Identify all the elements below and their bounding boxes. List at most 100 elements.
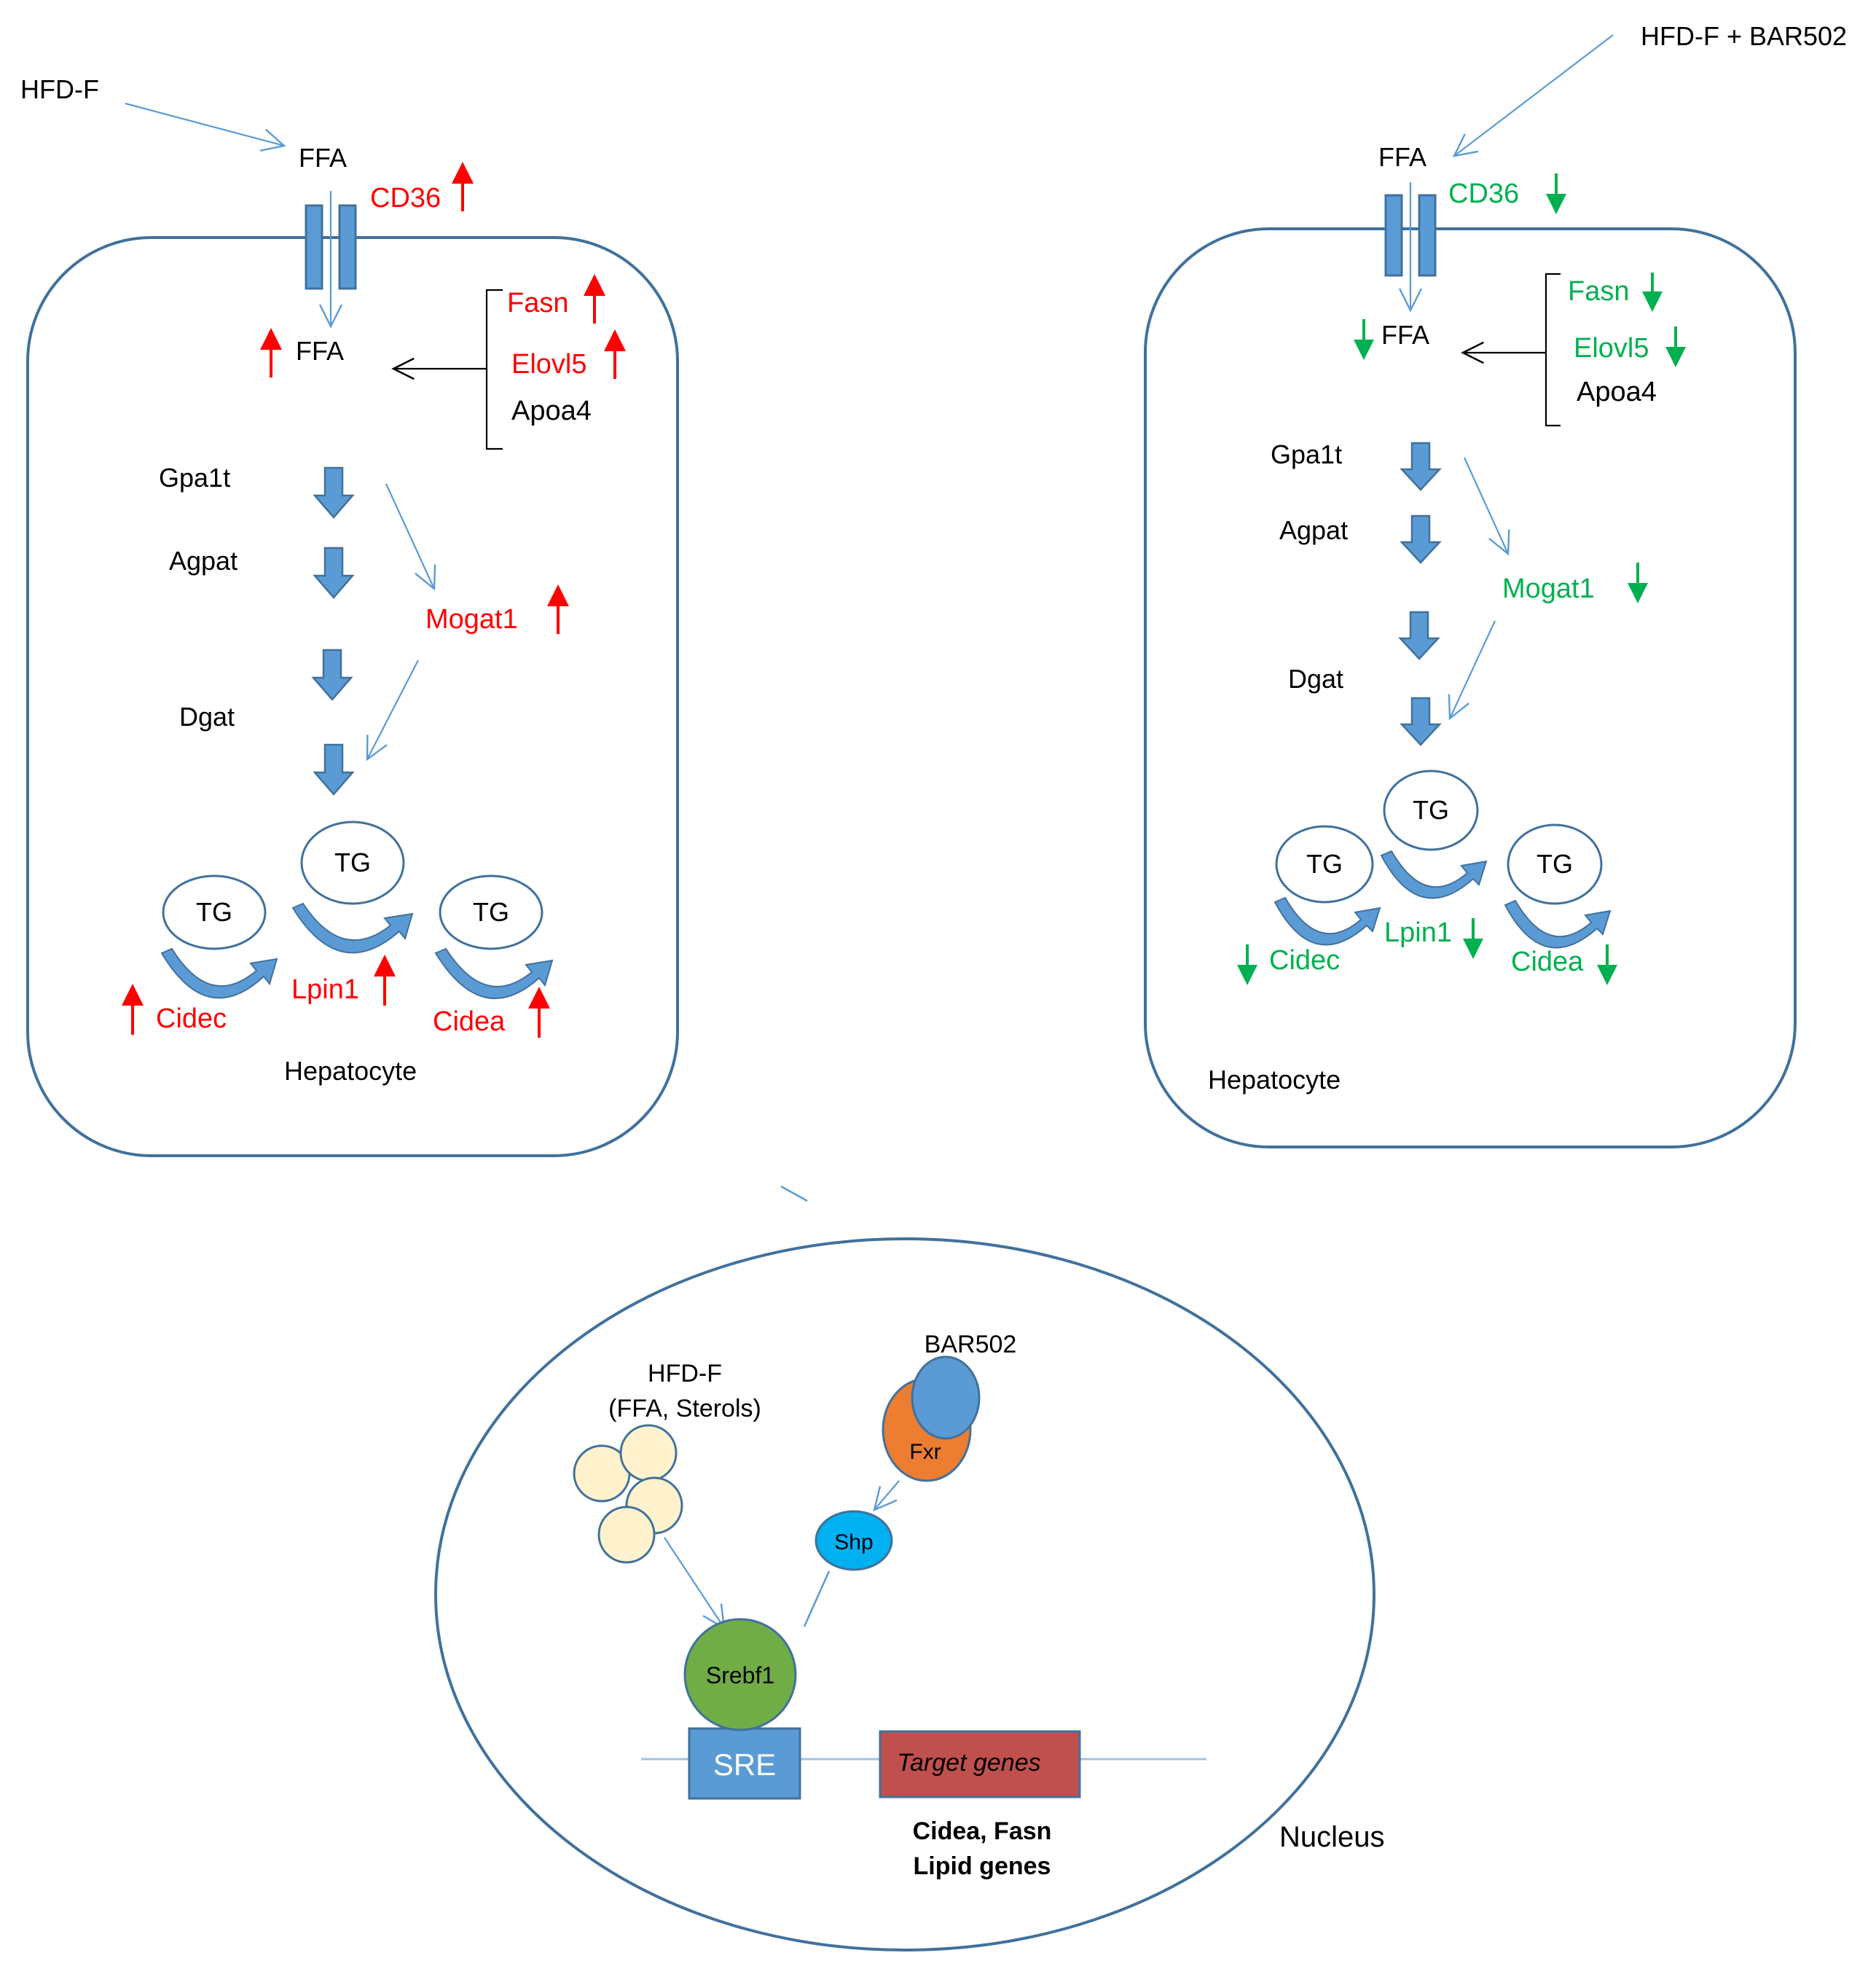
left-agpat-label: Agpat — [169, 546, 238, 576]
left-gpa1t-label: Gpa1t — [159, 463, 230, 493]
sre-label: SRE — [713, 1747, 776, 1782]
right-tg-center-droplet — [1383, 770, 1479, 851]
right-fasn-label: Fasn — [1568, 276, 1629, 307]
left-mogat1-up-arrow-icon — [547, 584, 569, 634]
right-gpa1t-label: Gpa1t — [1271, 439, 1342, 469]
left-tg-center-droplet — [300, 821, 405, 905]
right-cidec-cycle-arrow — [1273, 896, 1381, 946]
right-input-arrow — [1452, 34, 1614, 157]
left-mogat1-label: Mogat1 — [425, 604, 518, 635]
left-tg-left-droplet — [162, 874, 267, 950]
right-hepatocyte-label: Hepatocyte — [1208, 1065, 1341, 1095]
right-elovl5-label: Elovl5 — [1574, 333, 1649, 364]
left-block-arrow-3 — [311, 649, 353, 701]
shp-protein — [815, 1510, 893, 1571]
nucleus-label: Nucleus — [1279, 1821, 1385, 1853]
lipid-cluster-icon — [573, 1424, 683, 1564]
right-tg-right-droplet — [1507, 823, 1603, 905]
right-cd36-channel-left — [1384, 194, 1403, 277]
right-tg-center-label: TG — [1413, 795, 1449, 825]
connector-stub — [780, 1185, 808, 1202]
right-mogat1-down-arrow-icon — [1628, 563, 1648, 603]
left-to-mogat1-arrow — [385, 483, 436, 591]
right-cidec-label: Cidec — [1269, 945, 1340, 976]
right-dgat-label: Dgat — [1288, 664, 1343, 694]
shp-inhibits-srebf1-line — [803, 1570, 831, 1627]
left-cidea-cycle-arrow — [434, 947, 554, 1000]
left-fasn-up-arrow-icon — [584, 274, 605, 324]
left-lpin1-cycle-arrow — [291, 902, 414, 954]
left-gene-bracket — [485, 289, 503, 450]
left-dgat-label: Dgat — [179, 702, 235, 732]
right-cidec-down-arrow-icon — [1237, 944, 1257, 985]
target-genes-label: Target genes — [897, 1749, 1040, 1777]
nucleus-envelope — [434, 1237, 1375, 1951]
targets-line-2: Lipid genes — [914, 1852, 1051, 1880]
right-mogat1-label: Mogat1 — [1502, 573, 1595, 604]
left-ffa-inside: FFA — [296, 336, 344, 366]
right-gene-bracket — [1545, 273, 1561, 427]
right-cd36-channel-right — [1418, 194, 1437, 277]
left-hepatocyte-panel: HFD-F FFA CD36 FFA Fasn Elovl5 Apoa4 Gpa… — [20, 74, 679, 1157]
right-ffa-inside: FFA — [1381, 320, 1429, 350]
left-block-arrow-1 — [313, 466, 355, 519]
right-tg-left-label: TG — [1306, 849, 1343, 879]
left-fasn-label: Fasn — [507, 288, 568, 318]
left-ffa-outside: FFA — [299, 143, 347, 173]
right-cidea-cycle-arrow — [1504, 899, 1612, 949]
nucleus-panel: Nucleus HFD-F (FFA, Sterols) BAR502 Fxr … — [434, 1237, 1385, 1951]
left-cidea-label: Cidea — [433, 1006, 506, 1037]
right-mogat1-to-tg-arrow — [1448, 620, 1496, 721]
right-input-label: HFD-F + BAR502 — [1641, 21, 1847, 51]
left-apoa4-label: Apoa4 — [511, 396, 592, 426]
left-hepatocyte-label: Hepatocyte — [284, 1056, 417, 1086]
left-block-arrow-4 — [313, 743, 355, 796]
left-elovl5-label: Elovl5 — [511, 349, 587, 380]
fxr-label: Fxr — [909, 1440, 941, 1464]
right-fasn-down-arrow-icon — [1642, 273, 1663, 312]
right-cd36-down-arrow-icon — [1546, 173, 1566, 214]
lipid-to-srebf1-arrow — [664, 1537, 726, 1630]
left-ffa-up-arrow-icon — [260, 328, 282, 377]
right-tg-left-droplet — [1275, 825, 1374, 904]
left-tg-right-label: TG — [473, 897, 509, 927]
right-hepatocyte-panel: HFD-F + BAR502 FFA CD36 FFA Fasn Elovl5 … — [1144, 21, 1847, 1148]
left-cd36-channel-left — [305, 204, 323, 290]
left-tg-right-droplet — [439, 874, 543, 950]
left-cidea-up-arrow-icon — [528, 987, 550, 1038]
right-cidea-label: Cidea — [1511, 947, 1584, 977]
left-input-arrow — [125, 102, 286, 152]
right-apoa4-label: Apoa4 — [1577, 377, 1657, 407]
right-cd36-label: CD36 — [1448, 179, 1519, 209]
right-lpin1-down-arrow-icon — [1463, 918, 1483, 959]
right-block-arrow-1 — [1400, 442, 1442, 491]
right-to-mogat1-arrow — [1463, 457, 1510, 556]
bar502-label: BAR502 — [925, 1331, 1017, 1358]
right-tg-right-label: TG — [1536, 849, 1573, 879]
right-agpat-label: Agpat — [1279, 515, 1348, 545]
left-tg-center-label: TG — [334, 847, 371, 877]
right-lpin1-label: Lpin1 — [1384, 917, 1452, 948]
right-block-arrow-4 — [1400, 697, 1442, 746]
fxr-to-shp-arrow — [873, 1480, 900, 1512]
right-block-arrow-2 — [1400, 514, 1442, 564]
right-block-arrow-3 — [1398, 611, 1440, 660]
left-lpin1-up-arrow-icon — [374, 955, 396, 1006]
nucleus-hfd-sublabel: (FFA, Sterols) — [608, 1395, 761, 1422]
right-ffa-down-arrow-icon — [1354, 319, 1374, 360]
left-cd36-channel-right — [338, 204, 357, 290]
srebf1-label: Srebf1 — [706, 1662, 774, 1688]
left-lpin1-label: Lpin1 — [291, 974, 359, 1005]
bar502-ligand — [911, 1355, 981, 1440]
nucleus-hfd-label: HFD-F — [648, 1360, 722, 1387]
left-cidec-label: Cidec — [156, 1003, 227, 1034]
srebf1-factor — [683, 1618, 797, 1731]
right-lpin1-cycle-arrow — [1380, 850, 1488, 899]
targets-line-1: Cidea, Fasn — [913, 1817, 1052, 1845]
shp-label: Shp — [834, 1530, 873, 1554]
right-cell-membrane — [1144, 227, 1797, 1148]
right-ffa-outside: FFA — [1378, 142, 1426, 172]
left-input-label: HFD-F — [20, 74, 99, 104]
left-block-arrow-2 — [313, 547, 355, 599]
